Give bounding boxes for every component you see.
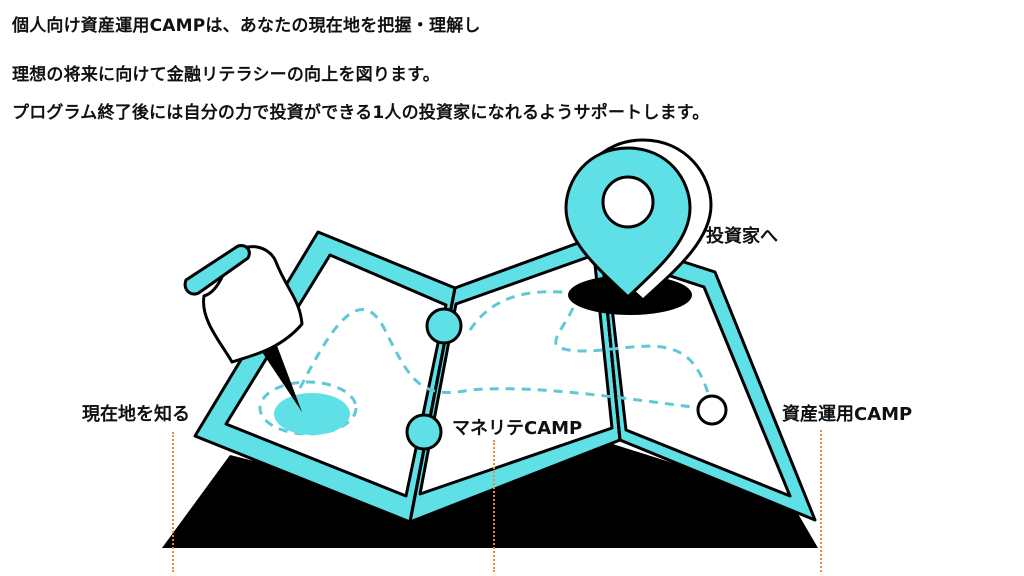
- route-dashed-path-2: [468, 290, 714, 407]
- guide-line-end: [820, 430, 822, 572]
- guide-line-start: [172, 432, 174, 572]
- push-pin-cap: [183, 244, 251, 296]
- location-pin-hole: [601, 175, 655, 229]
- push-pin-icon: [183, 244, 304, 412]
- waypoint-end: [696, 394, 728, 426]
- waypoint-upper: [425, 307, 463, 345]
- push-pin-needle: [262, 343, 302, 412]
- start-target: [274, 393, 350, 435]
- label-end: 資産運用CAMP: [782, 404, 913, 425]
- intro-line-2: 理想の将来に向けて金融リテラシーの向上を図ります。: [12, 65, 440, 85]
- guide-line-middle: [493, 440, 495, 572]
- waypoint-lower: [405, 413, 443, 451]
- map-inner-right: [604, 253, 792, 498]
- label-start: 現在地を知る: [82, 404, 190, 425]
- intro-line-1: 個人向け資産運用CAMPは、あなたの現在地を把握・理解し: [12, 16, 481, 36]
- map-inner-left: [224, 253, 448, 498]
- label-middle: マネリテCAMP: [452, 418, 583, 439]
- map-shadow: [162, 440, 818, 548]
- location-pin-icon: [564, 138, 713, 303]
- start-ring-dashed: [258, 380, 358, 436]
- intro-line-3: プログラム終了後には自分の力で投資ができる1人の投資家になれるようサポートします…: [12, 103, 710, 123]
- route-dashed-path: [298, 308, 701, 410]
- label-goal: 投資家へ: [706, 226, 778, 247]
- push-pin-head: [202, 245, 304, 364]
